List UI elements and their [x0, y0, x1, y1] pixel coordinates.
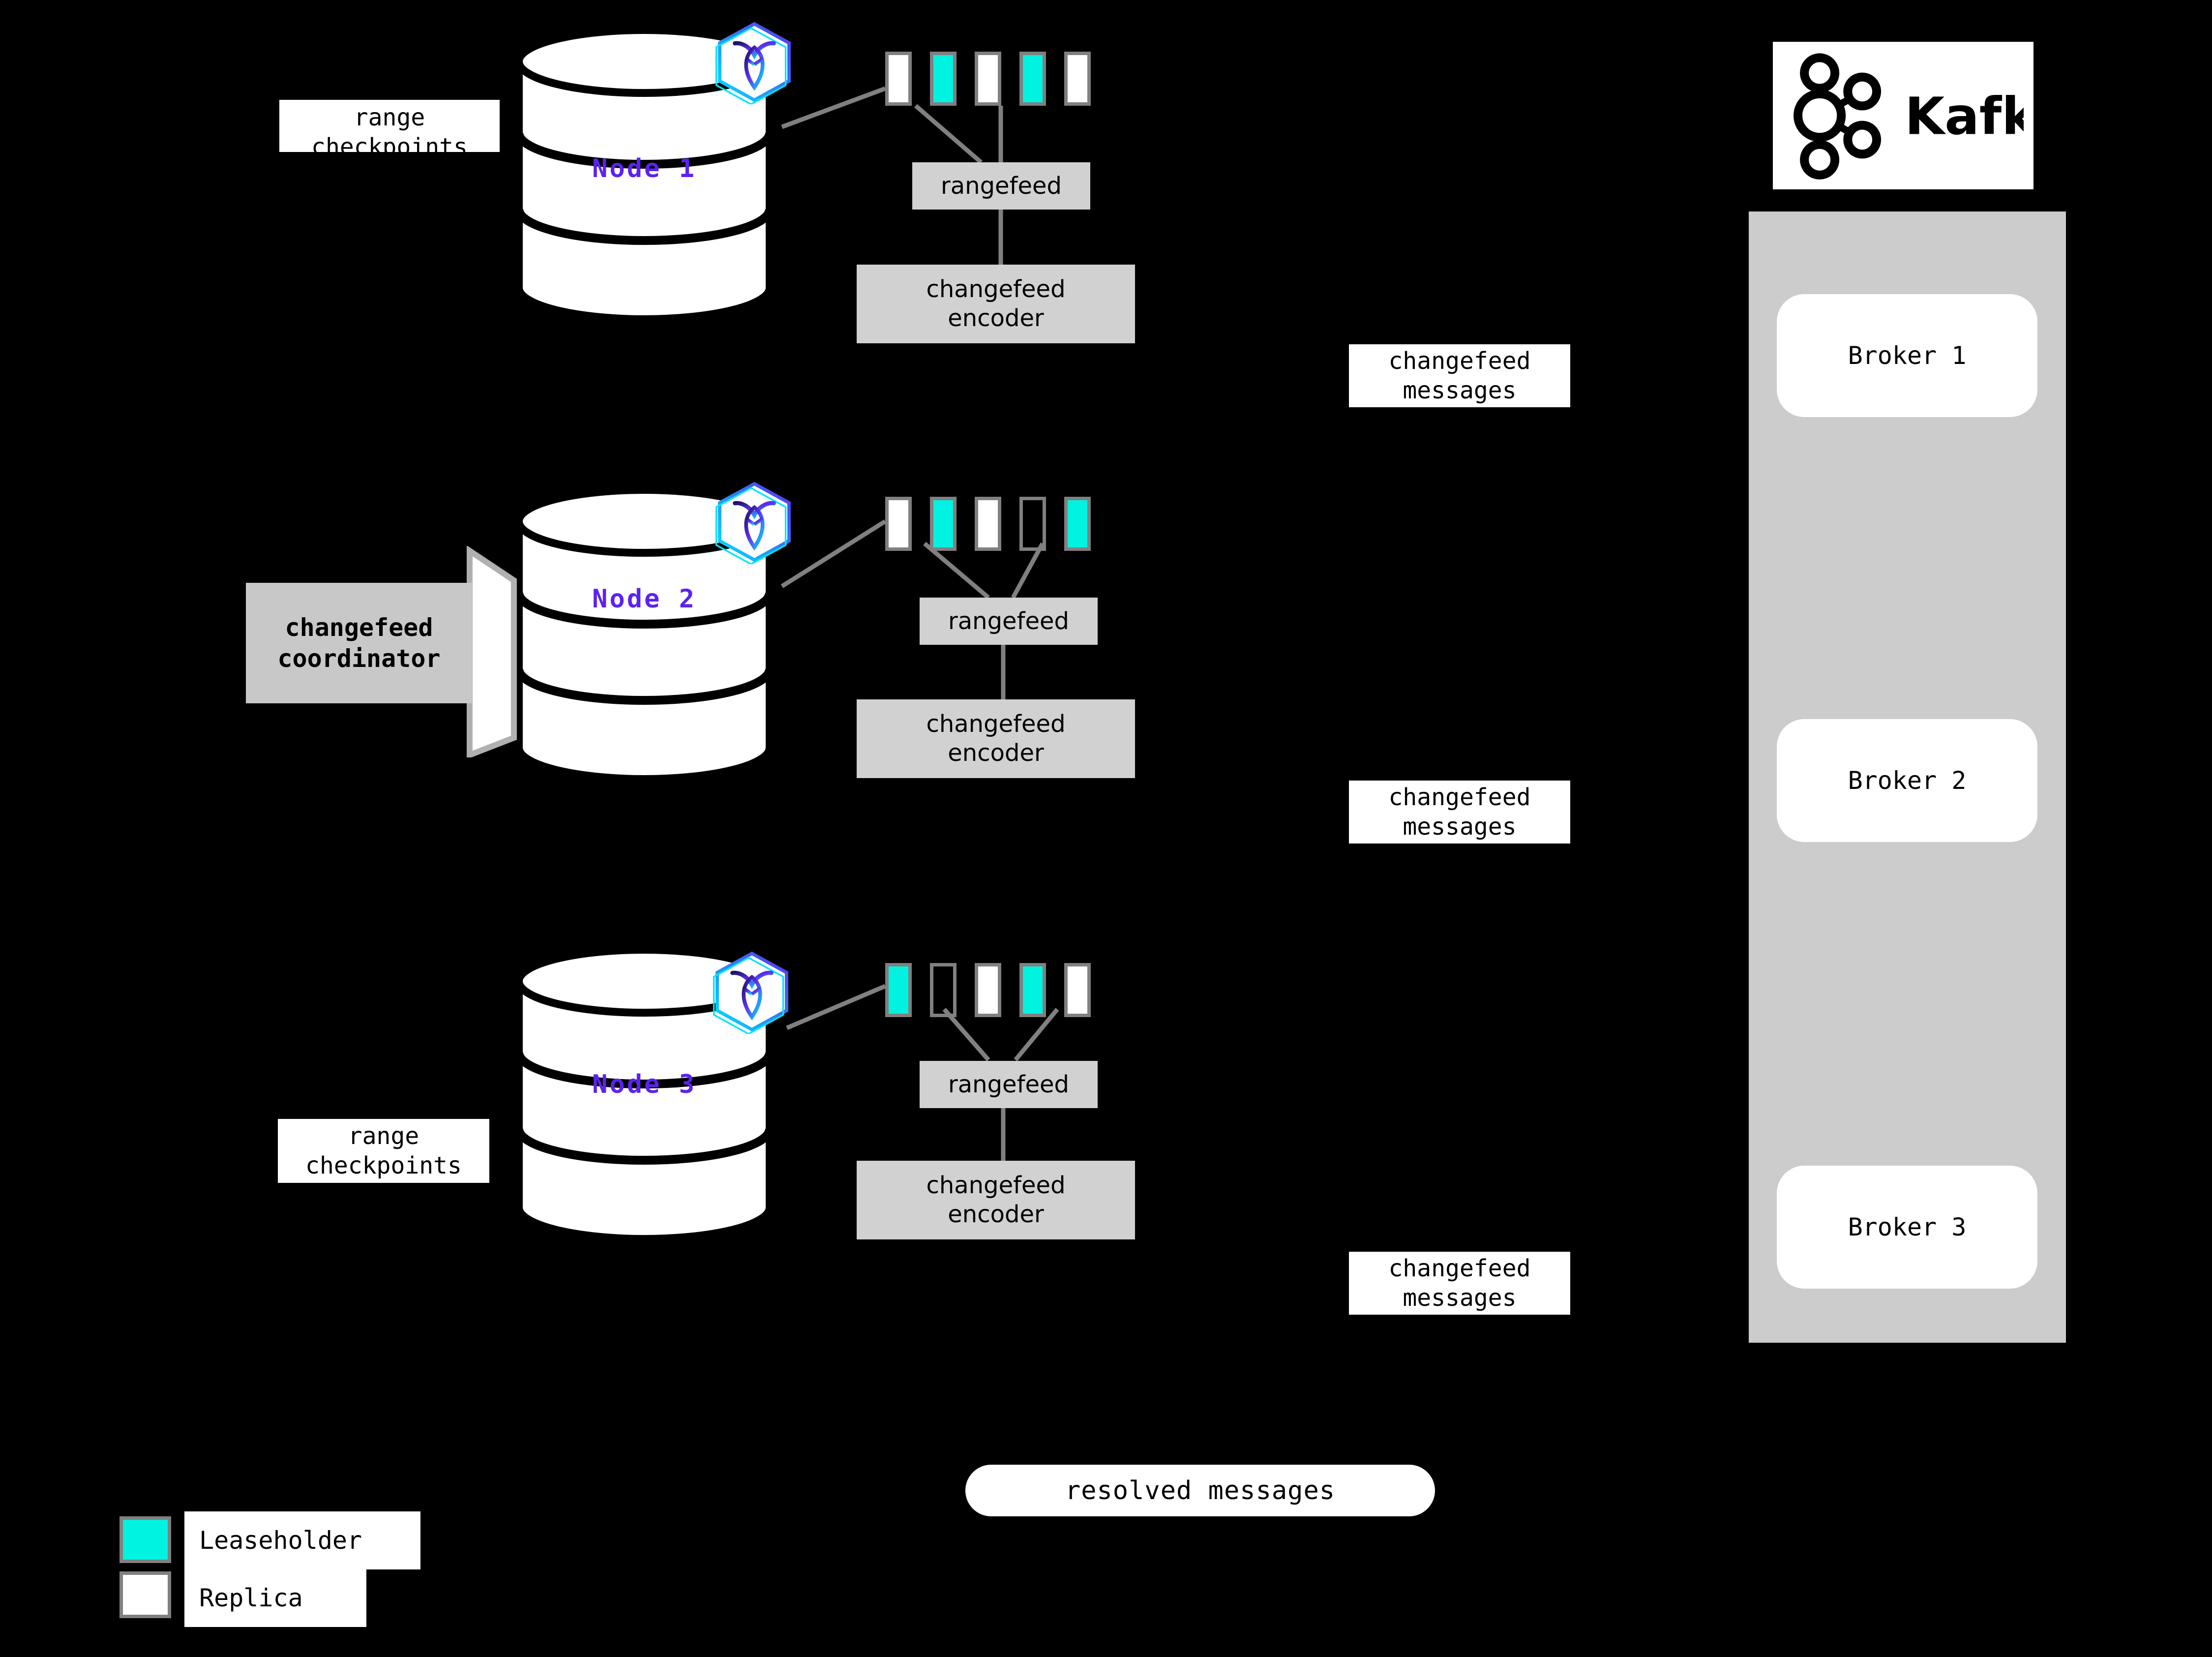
encoder-label-line2: encoder — [948, 739, 1044, 767]
node-2-changefeed-messages-caption: changefeed messages — [1349, 781, 1570, 844]
cockroachdb-hex-icon — [710, 949, 794, 1035]
resolved-messages-label: resolved messages — [1065, 1476, 1336, 1506]
kafka-node-graph-icon: Kafka — [1794, 53, 2024, 180]
node-2-cylinder: Node 2 — [514, 487, 775, 782]
range-cell[interactable] — [975, 497, 1001, 551]
range-cell[interactable] — [930, 963, 957, 1017]
range-cell[interactable] — [885, 52, 912, 106]
coordinator-line1: changefeed — [285, 613, 433, 642]
broker-label: Broker 2 — [1848, 766, 1967, 795]
caption-line2: checkpoints — [305, 1152, 462, 1179]
node-1-cylinder: Node 1 — [514, 27, 775, 322]
node-3-cylinder: Node 3 — [514, 947, 775, 1242]
legend-text: Leaseholder — [199, 1526, 362, 1555]
messages-line2: messages — [1403, 1284, 1517, 1312]
range-cell[interactable] — [885, 497, 912, 551]
range-cell[interactable] — [1064, 52, 1091, 106]
node-3-changefeed-messages-caption: changefeed messages — [1349, 1252, 1570, 1315]
rangefeed-label: rangefeed — [948, 1070, 1069, 1098]
node-3-changefeed-encoder-box[interactable]: changefeed encoder — [857, 1161, 1135, 1239]
node-2-label: Node 2 — [592, 584, 696, 614]
broker-label: Broker 3 — [1848, 1213, 1967, 1241]
node-3-rangefeed-box[interactable]: rangefeed — [920, 1061, 1098, 1108]
messages-line1: changefeed — [1388, 1255, 1531, 1282]
range-cell[interactable] — [1064, 963, 1091, 1017]
broker-2-box[interactable]: Broker 2 — [1777, 719, 2037, 842]
range-cell[interactable] — [1019, 963, 1046, 1017]
caption-line1: range — [354, 104, 425, 131]
node-1-changefeed-messages-caption: changefeed messages — [1349, 344, 1570, 407]
node-1-range-row — [885, 52, 1146, 106]
range-cell[interactable] — [885, 963, 912, 1017]
broker-label: Broker 1 — [1848, 341, 1967, 370]
changefeed-coordinator-callout: changefeed coordinator — [246, 545, 541, 759]
node-1-range-checkpoints-caption: range checkpoints — [279, 100, 500, 152]
changefeed-coordinator-box[interactable]: changefeed coordinator — [246, 583, 472, 703]
coordinator-line2: coordinator — [277, 644, 441, 673]
cockroachdb-hex-icon — [712, 20, 797, 105]
caption-line2: checkpoints — [311, 133, 468, 152]
caption-line1: range — [348, 1122, 419, 1150]
broker-3-box[interactable]: Broker 3 — [1777, 1166, 2037, 1289]
encoder-label-line1: changefeed — [926, 1172, 1066, 1200]
kafka-logo-text: Kafka — [1905, 87, 2024, 147]
messages-line1: changefeed — [1388, 347, 1531, 375]
legend-label-replica: Replica — [184, 1569, 366, 1627]
node-1-changefeed-encoder-box[interactable]: changefeed encoder — [857, 265, 1135, 343]
encoder-label-line2: encoder — [948, 1201, 1044, 1228]
kafka-logo: Kafka — [1773, 42, 2033, 189]
encoder-label-line1: changefeed — [926, 275, 1066, 303]
node-3-range-row — [885, 963, 1146, 1017]
legend-swatch-leaseholder — [120, 1516, 171, 1563]
cylinder-shape — [514, 27, 774, 322]
cockroachdb-hex-icon — [712, 480, 797, 565]
range-cell[interactable] — [975, 963, 1001, 1017]
encoder-label-line1: changefeed — [926, 710, 1066, 738]
range-cell[interactable] — [1019, 497, 1046, 551]
cylinder-shape — [514, 947, 774, 1242]
range-cell[interactable] — [1019, 52, 1046, 106]
node-2-range-row — [885, 497, 1146, 551]
legend-text: Replica — [199, 1584, 303, 1612]
node-3-range-checkpoints-caption: range checkpoints — [278, 1119, 489, 1183]
node-2-changefeed-encoder-box[interactable]: changefeed encoder — [857, 699, 1135, 778]
encoder-label-line2: encoder — [948, 304, 1044, 332]
rangefeed-label: rangefeed — [941, 172, 1062, 200]
messages-line2: messages — [1403, 813, 1517, 841]
messages-line2: messages — [1403, 377, 1517, 404]
range-cell[interactable] — [975, 52, 1001, 106]
legend-swatch-replica — [120, 1571, 171, 1618]
cylinder-shape — [514, 487, 774, 782]
range-cell[interactable] — [930, 52, 957, 106]
node-1-label: Node 1 — [592, 154, 696, 183]
messages-line1: changefeed — [1388, 783, 1531, 811]
node-1-rangefeed-box[interactable]: rangefeed — [912, 162, 1090, 210]
range-cell[interactable] — [930, 497, 957, 551]
rangefeed-label: rangefeed — [948, 607, 1069, 635]
resolved-messages-pill[interactable]: resolved messages — [965, 1465, 1435, 1516]
broker-1-box[interactable]: Broker 1 — [1777, 294, 2037, 417]
legend-label-leaseholder: Leaseholder — [184, 1511, 420, 1569]
node-3-label: Node 3 — [592, 1070, 696, 1099]
range-cell[interactable] — [1064, 497, 1091, 551]
node-2-rangefeed-box[interactable]: rangefeed — [920, 598, 1098, 645]
